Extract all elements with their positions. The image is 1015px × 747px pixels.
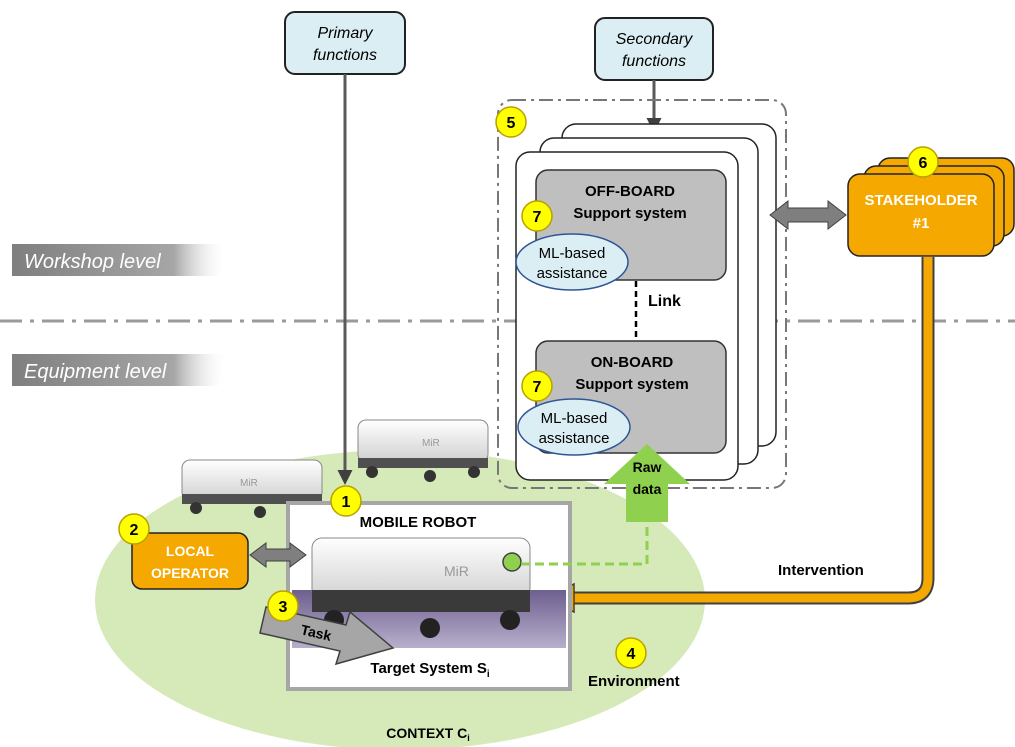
- intervention-arrow-fill: [572, 257, 933, 603]
- operator-double-arrow: [249, 542, 307, 568]
- offboard-title: OFF-BOARD: [585, 183, 675, 200]
- robot-brand-back: MiR: [422, 438, 440, 449]
- badge-1: 1: [330, 485, 362, 517]
- secondary-functions-line2: functions: [622, 53, 686, 70]
- badge-7-onboard-text: 7: [533, 379, 542, 396]
- badge-2: 2: [118, 513, 150, 545]
- badge-7-onboard: 7: [521, 370, 553, 402]
- context-text: CONTEXT C: [386, 725, 467, 741]
- offboard-subtitle: Support system: [573, 205, 686, 222]
- raw-data-link: [521, 522, 649, 566]
- onboard-title: ON-BOARD: [591, 354, 674, 371]
- onboard-ml-ellipse: [517, 398, 631, 456]
- onboard-ml-line2: assistance: [539, 430, 610, 447]
- badge-2-text: 2: [130, 522, 139, 539]
- offboard-ml-line1: ML-based: [539, 245, 606, 262]
- mobile-robot-label: MOBILE ROBOT: [360, 514, 477, 531]
- local-operator-box: [131, 532, 249, 590]
- stakeholder-line1: STAKEHOLDER: [864, 192, 977, 209]
- secondary-functions-box: [594, 17, 714, 81]
- offboard-ml-ellipse: [515, 233, 629, 291]
- sensor-dot: [502, 552, 522, 572]
- badge-3-text: 3: [279, 599, 288, 616]
- primary-functions-line2: functions: [313, 47, 377, 64]
- onboard-ml-line1: ML-based: [541, 410, 608, 427]
- onboard-subtitle: Support system: [575, 376, 688, 393]
- robot-image-left: [181, 459, 323, 518]
- badge-5: 5: [495, 106, 527, 138]
- raw-data-line2: data: [633, 481, 662, 497]
- badge-1-text: 1: [342, 494, 351, 511]
- primary-functions-line1: Primary: [317, 25, 373, 42]
- context-label: CONTEXT Ci: [386, 725, 469, 743]
- primary-functions-box: [284, 11, 406, 75]
- equipment-level-label: Equipment level: [24, 361, 167, 383]
- target-system-label: Target System Si: [370, 660, 489, 680]
- local-operator-line2: OPERATOR: [151, 565, 229, 581]
- badge-6-text: 6: [919, 155, 928, 172]
- workshop-level-tag: Workshop level: [12, 244, 228, 276]
- link-label: Link: [648, 293, 681, 310]
- target-system-sub: i: [487, 669, 490, 680]
- raw-data-arrow: [604, 444, 690, 522]
- stakeholder-line2: #1: [913, 215, 930, 232]
- task-arrow: [259, 606, 395, 666]
- robot-brand-main: MiR: [444, 563, 469, 579]
- raw-data-line1: Raw: [633, 459, 662, 475]
- local-operator-line1: LOCAL: [166, 543, 215, 559]
- badge-3: 3: [267, 590, 299, 622]
- intervention-label: Intervention: [778, 562, 864, 579]
- badge-7-offboard: 7: [521, 200, 553, 232]
- task-label: Task: [299, 621, 333, 644]
- equipment-level-tag: Equipment level: [12, 354, 228, 386]
- badge-4-text: 4: [627, 646, 636, 663]
- stakeholder-double-arrow: [769, 199, 847, 231]
- offboard-ml-line2: assistance: [537, 265, 608, 282]
- environment-label: Environment: [588, 673, 680, 690]
- context-sub: i: [467, 733, 470, 743]
- badge-5-text: 5: [507, 115, 516, 132]
- robot-image-back: [357, 419, 489, 482]
- robot-brand-left: MiR: [240, 478, 258, 489]
- badge-6: 6: [907, 146, 939, 178]
- badge-4: 4: [615, 637, 647, 669]
- target-system-text: Target System S: [370, 660, 486, 677]
- secondary-functions-line1: Secondary: [616, 31, 693, 48]
- robot-image-main: [311, 537, 531, 638]
- badge-7-offboard-text: 7: [533, 209, 542, 226]
- workshop-level-label: Workshop level: [24, 251, 161, 273]
